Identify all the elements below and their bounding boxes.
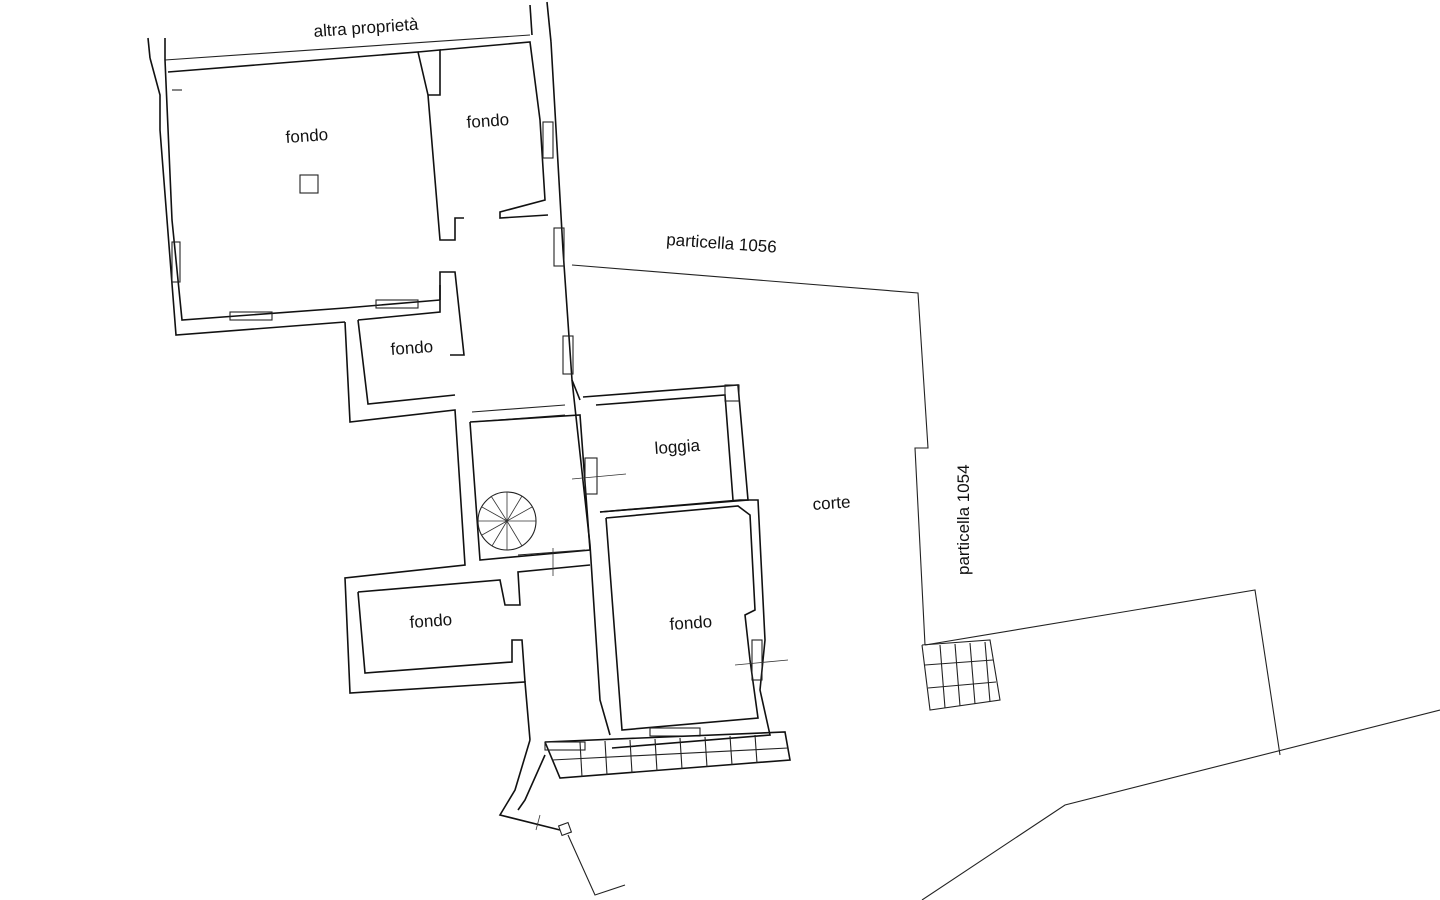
entry-path <box>498 739 626 896</box>
room-fondo-bottom-left <box>357 548 591 683</box>
boundary-corte <box>571 264 1440 900</box>
label-fondo-top-right: fondo <box>466 110 510 132</box>
spiral-stair <box>477 491 537 551</box>
label-loggia: loggia <box>654 435 701 458</box>
stair-hall <box>469 379 627 736</box>
room-fondo-top-left <box>149 51 464 336</box>
exterior-steps <box>921 639 1001 711</box>
label-fondo-bottom-right: fondo <box>669 612 713 634</box>
column-square <box>299 174 319 194</box>
room-fondo-top-right <box>417 41 581 401</box>
bottom-steps <box>544 731 791 779</box>
label-fondo-mid-small: fondo <box>390 337 434 359</box>
label-particella-1054: particella 1054 <box>954 464 973 575</box>
boundary-altra-proprieta <box>147 1 552 61</box>
label-fondo-top-left: fondo <box>285 125 329 147</box>
label-corte: corte <box>812 492 852 514</box>
label-fondo-bottom-left: fondo <box>409 610 453 632</box>
